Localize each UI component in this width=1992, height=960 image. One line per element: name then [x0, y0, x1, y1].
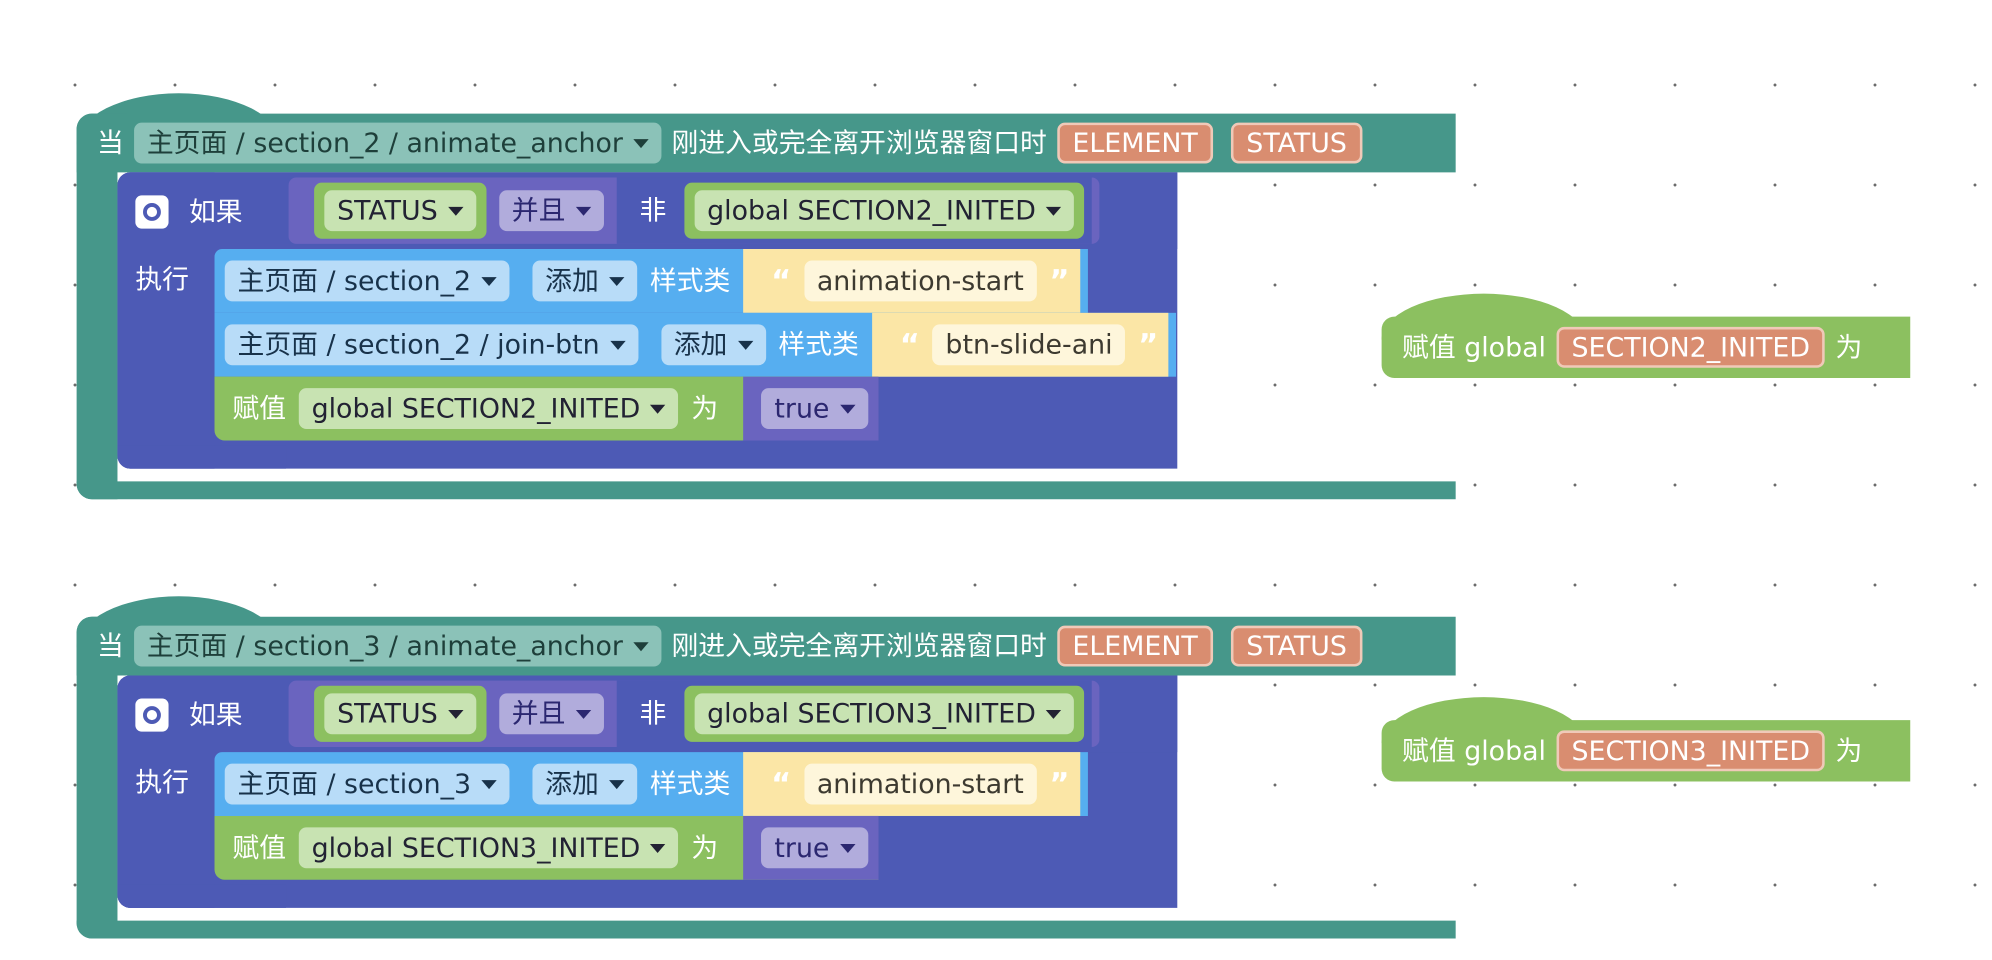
- and-block[interactable]: STATUS 并且 非 global SECTION3_INITED: [288, 680, 1100, 747]
- if-bottom-rail: [117, 884, 287, 908]
- action-add-class-1[interactable]: 主页面 / section_2 添加 样式类 “ animation-start…: [214, 248, 1088, 313]
- component-dropdown[interactable]: 主页面 / section_2 / animate_anchor: [134, 122, 662, 164]
- event-bottom-rail: [76, 481, 1456, 500]
- open-quote-icon: “: [771, 766, 792, 802]
- setter-to-label: 为: [1835, 331, 1863, 363]
- do-label: 执行: [135, 767, 189, 799]
- if-label: 如果: [188, 196, 243, 227]
- bool-dropdown[interactable]: true: [761, 388, 868, 430]
- param-status[interactable]: STATUS: [1230, 122, 1363, 164]
- and-block[interactable]: STATUS 并且 非 global SECTION2_INITED: [288, 177, 1100, 244]
- setter-label: 赋值 global: [1402, 734, 1546, 766]
- assign-var-dropdown[interactable]: global SECTION2_INITED: [298, 388, 679, 430]
- prop-label: 样式类: [649, 264, 731, 296]
- global-var-block[interactable]: global SECTION3_INITED: [684, 685, 1085, 742]
- setter-var[interactable]: SECTION3_INITED: [1556, 730, 1826, 772]
- if-block[interactable]: 如果 执行 STATUS 并且 非 global SECTION3_INITED…: [117, 675, 1178, 908]
- action-add-class-2[interactable]: 主页面 / section_2 / join-btn 添加 样式类 “ btn-…: [214, 312, 1177, 377]
- event-block-section-3[interactable]: 当 主页面 / section_3 / animate_anchor 刚进入或完…: [76, 596, 1456, 939]
- target-dropdown[interactable]: 主页面 / section_2 / join-btn: [224, 324, 638, 366]
- global-var-dropdown[interactable]: global SECTION3_INITED: [694, 693, 1075, 735]
- action-add-class-1[interactable]: 主页面 / section_3 添加 样式类 “ animation-start…: [214, 752, 1088, 816]
- and-operator-dropdown[interactable]: 并且: [499, 190, 604, 232]
- close-quote-icon: ”: [1049, 766, 1070, 802]
- bool-dropdown[interactable]: true: [761, 827, 868, 869]
- text-value[interactable]: animation-start: [804, 763, 1037, 805]
- event-left-rail: [76, 113, 118, 500]
- param-element[interactable]: ELEMENT: [1057, 122, 1214, 164]
- assign-block[interactable]: 赋值 global SECTION3_INITED 为 true: [214, 815, 878, 880]
- gear-icon[interactable]: [135, 698, 169, 732]
- method-dropdown[interactable]: 添加: [532, 260, 638, 302]
- param-status[interactable]: STATUS: [1230, 625, 1363, 667]
- floating-setter-section3[interactable]: 赋值 global SECTION3_INITED 为: [1381, 697, 1911, 782]
- global-var-block[interactable]: global SECTION2_INITED: [684, 182, 1085, 239]
- status-var-block[interactable]: STATUS: [314, 182, 487, 239]
- close-quote-icon: ”: [1138, 326, 1159, 363]
- status-var-block[interactable]: STATUS: [314, 685, 487, 742]
- event-label: 刚进入或完全离开浏览器窗口时: [671, 127, 1047, 158]
- method-dropdown[interactable]: 添加: [532, 763, 638, 805]
- setter-var[interactable]: SECTION2_INITED: [1556, 326, 1826, 368]
- assign-to-label: 为: [691, 392, 719, 424]
- target-dropdown[interactable]: 主页面 / section_2: [224, 260, 510, 302]
- status-dropdown[interactable]: STATUS: [324, 693, 477, 735]
- and-operator-dropdown[interactable]: 并且: [499, 693, 604, 735]
- text-block[interactable]: “ animation-start ”: [743, 248, 1080, 313]
- text-block[interactable]: “ animation-start ”: [743, 752, 1080, 816]
- method-dropdown[interactable]: 添加: [660, 324, 766, 366]
- prop-label: 样式类: [649, 768, 731, 799]
- not-block[interactable]: 非 global SECTION2_INITED: [616, 177, 1093, 244]
- if-label: 如果: [188, 699, 243, 730]
- event-left-rail: [76, 616, 118, 939]
- status-dropdown[interactable]: STATUS: [324, 190, 477, 232]
- open-quote-icon: “: [771, 263, 792, 299]
- assign-label: 赋值: [232, 831, 287, 863]
- assign-to-label: 为: [691, 831, 719, 863]
- event-label: 刚进入或完全离开浏览器窗口时: [671, 630, 1047, 661]
- assign-label: 赋值: [232, 392, 287, 424]
- global-var-dropdown[interactable]: global SECTION2_INITED: [694, 190, 1075, 232]
- target-dropdown[interactable]: 主页面 / section_3: [224, 763, 510, 805]
- setter-to-label: 为: [1835, 734, 1863, 766]
- if-block[interactable]: 如果 执行 STATUS 并且 非 global SECTION2_INITED…: [117, 172, 1178, 469]
- text-block[interactable]: “ btn-slide-ani ”: [871, 312, 1169, 377]
- setter-label: 赋值 global: [1402, 331, 1546, 363]
- not-block[interactable]: 非 global SECTION3_INITED: [616, 680, 1093, 747]
- when-label: 当: [97, 630, 124, 661]
- floating-setter-section2[interactable]: 赋值 global SECTION2_INITED 为: [1381, 293, 1911, 378]
- if-bottom-rail: [117, 445, 287, 469]
- assign-block[interactable]: 赋值 global SECTION2_INITED 为 true: [214, 376, 878, 441]
- when-label: 当: [97, 127, 124, 158]
- event-block-section-2[interactable]: 当 主页面 / section_2 / animate_anchor 刚进入或完…: [76, 93, 1456, 500]
- param-element[interactable]: ELEMENT: [1057, 625, 1214, 667]
- prop-label: 样式类: [778, 328, 859, 360]
- close-quote-icon: ”: [1049, 263, 1070, 299]
- do-label: 执行: [135, 264, 189, 295]
- bool-block[interactable]: true: [743, 376, 878, 441]
- not-label: 非: [639, 697, 667, 729]
- event-bottom-rail: [76, 920, 1456, 939]
- assign-var-dropdown[interactable]: global SECTION3_INITED: [298, 827, 679, 869]
- not-label: 非: [639, 194, 667, 226]
- bool-block[interactable]: true: [743, 815, 878, 880]
- open-quote-icon: “: [899, 326, 920, 363]
- text-value[interactable]: animation-start: [804, 260, 1037, 302]
- component-dropdown[interactable]: 主页面 / section_3 / animate_anchor: [134, 625, 662, 667]
- text-value[interactable]: btn-slide-ani: [932, 324, 1126, 366]
- gear-icon[interactable]: [135, 195, 169, 229]
